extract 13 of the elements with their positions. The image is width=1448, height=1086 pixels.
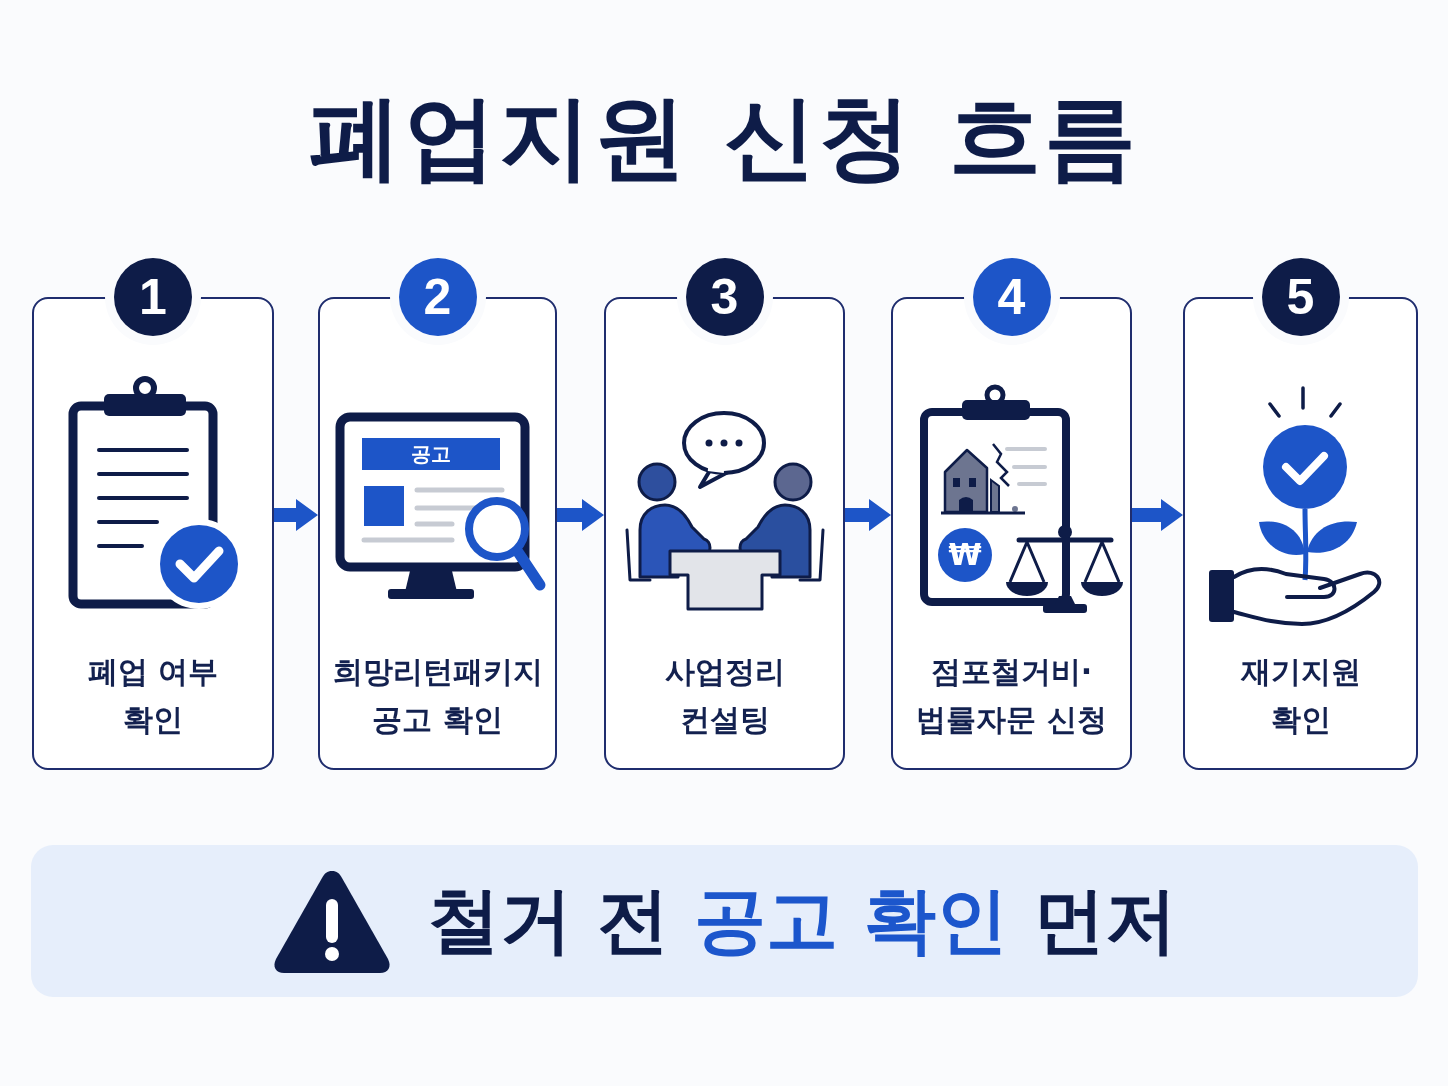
flow-arrow [557,499,604,531]
notice-header: 공고 [362,438,500,470]
step-label: 희망리턴패키지 공고 확인 [331,653,544,739]
warning-text: 철거 전 공고 확인 먼저 [428,881,1177,961]
flow-arrow [1132,499,1183,531]
warning-banner [31,845,1418,997]
step-label: 재기지원 확인 [1239,653,1362,739]
flow-arrow [274,499,318,531]
step-label: 폐업 여부 확인 [86,653,220,739]
flow-arrow [845,499,891,531]
step-label: 점포철거비· 법률자문 신청 [915,653,1108,739]
diagram-title: 폐업지원 신청 흐름 [308,83,1140,193]
step-label: 사업정리 컨설팅 [663,653,786,739]
